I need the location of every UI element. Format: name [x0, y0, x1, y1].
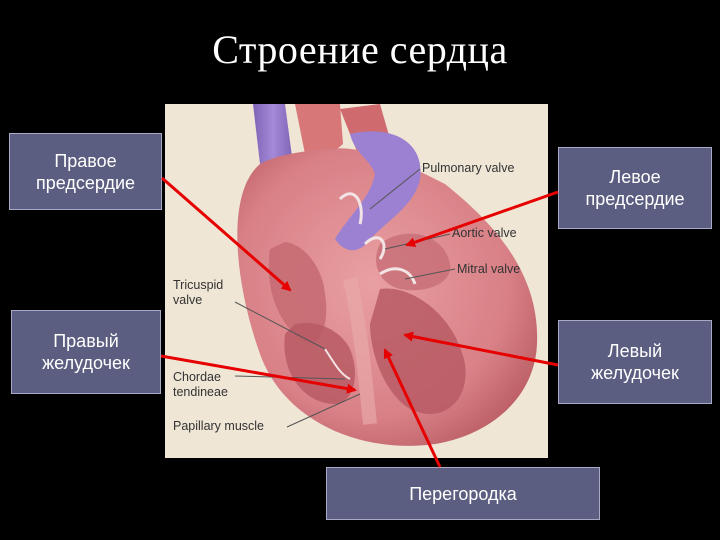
- arrow-left-atrium: [405, 190, 559, 248]
- label-tricuspid-line1: Tricuspid: [173, 278, 223, 292]
- callout-left-atrium-line1: Левое: [609, 167, 661, 187]
- arrow-right-ventricle: [160, 354, 357, 394]
- callout-right-ventricle-line1: Правый: [53, 331, 119, 351]
- aorta-shape: [295, 104, 343, 159]
- label-chordae-line1: Chordae: [173, 370, 221, 384]
- callout-left-atrium-line2: предсердие: [585, 189, 685, 209]
- heart-diagram: Pulmonary valve Aortic valve Mitral valv…: [165, 104, 548, 458]
- callout-left-ventricle-line2: желудочек: [591, 363, 679, 383]
- callout-right-ventricle-line2: желудочек: [42, 353, 130, 373]
- arrow-left-ventricle: [403, 331, 559, 367]
- label-chordae-line2: tendineae: [173, 385, 228, 399]
- label-aortic-valve: Aortic valve: [452, 226, 517, 240]
- slide-title: Строение сердца: [212, 27, 508, 72]
- arrow-septum: [383, 348, 442, 468]
- label-mitral-valve: Mitral valve: [457, 262, 520, 276]
- label-papillary-muscle: Papillary muscle: [173, 419, 264, 433]
- callout-septum: Перегородка: [326, 467, 600, 520]
- label-tricuspid-line2: valve: [173, 293, 202, 307]
- arrow-right-atrium: [161, 176, 292, 292]
- callout-septum-text: Перегородка: [409, 483, 517, 504]
- callout-right-atrium-line1: Правое: [54, 150, 117, 171]
- label-pulmonary-valve: Pulmonary valve: [422, 161, 514, 175]
- callout-right-atrium-line2: предсердие: [35, 172, 136, 193]
- callout-left-ventricle-line1: Левый: [607, 341, 663, 361]
